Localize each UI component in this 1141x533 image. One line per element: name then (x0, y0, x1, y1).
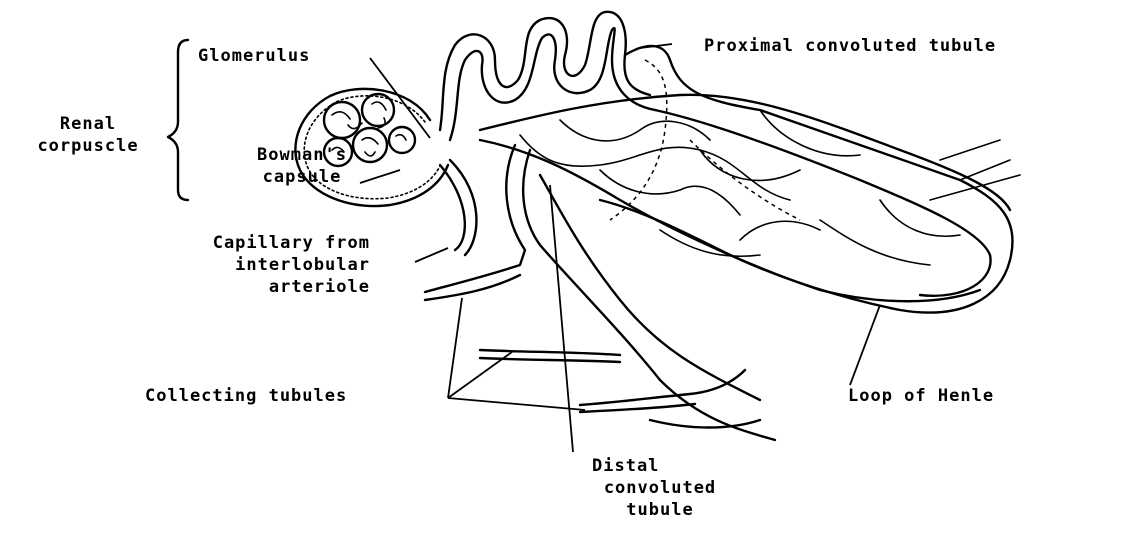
label-capillary: Capillary from interlobular arteriole (130, 232, 370, 298)
label-capillary-line1: Capillary from (130, 232, 370, 254)
label-renal-corpuscle: Renal corpuscle (18, 113, 158, 157)
label-distal-convoluted-tubule: Distal convoluted tubule (510, 455, 810, 521)
renal-corpuscle-brace (168, 40, 188, 200)
label-bowmans-capsule: Bowman's capsule (232, 144, 372, 188)
label-renal-line2: corpuscle (18, 135, 158, 157)
label-distal-line1: Distal (510, 455, 810, 477)
label-collecting-tubules: Collecting tubules (145, 385, 347, 407)
label-glomerulus: Glomerulus (198, 45, 310, 67)
label-distal-line2: convoluted (510, 477, 810, 499)
label-bowman-line1: Bowman's (232, 144, 372, 166)
label-bowman-line2: capsule (232, 166, 372, 188)
label-distal-line3: tubule (510, 499, 810, 521)
proximal-tubule (440, 12, 650, 130)
label-loop-of-henle: Loop of Henle (848, 385, 994, 407)
label-capillary-line3: arteriole (130, 276, 370, 298)
label-capillary-line2: interlobular (130, 254, 370, 276)
label-renal-line1: Renal (18, 113, 158, 135)
label-proximal-convoluted-tubule: Proximal convoluted tubule (704, 35, 996, 57)
